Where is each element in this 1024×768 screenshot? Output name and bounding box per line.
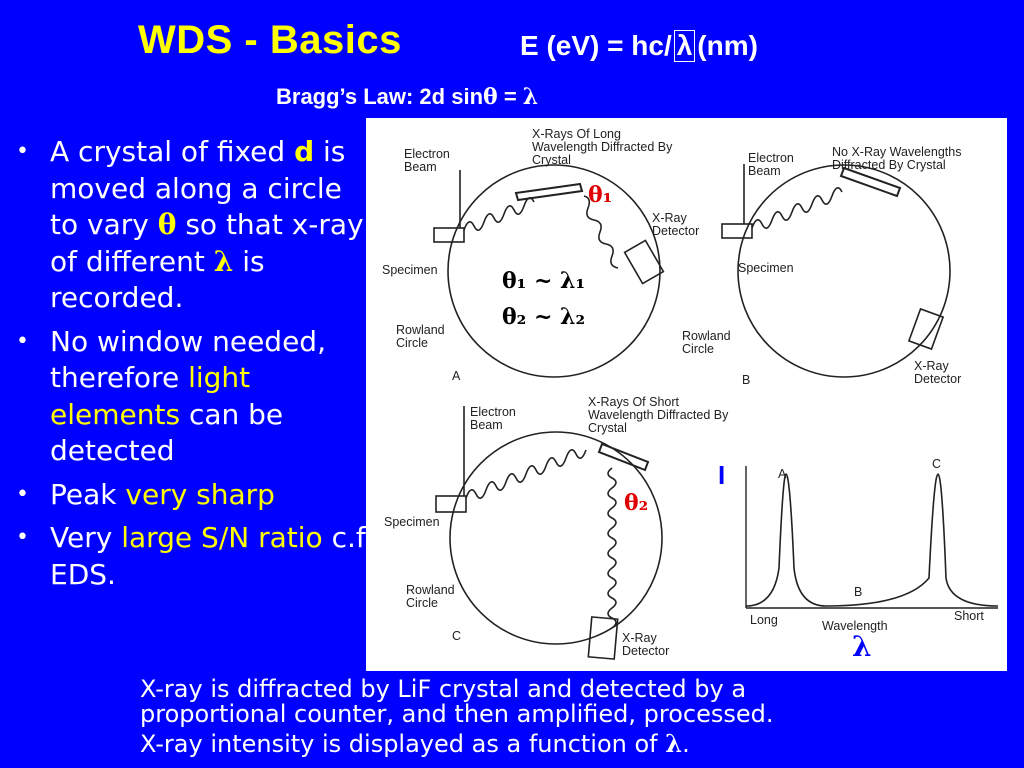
bullet-dot: • [16,525,29,550]
panel-letter-b: B [742,373,751,387]
bragg-lambda: λ [522,84,539,110]
electron-beam-label-c: Electron Beam [470,405,516,432]
bullet-highlight: large S/N ratio [121,521,323,554]
bullet-highlight: light elements [50,361,251,431]
bullet-text: c.f. EDS. [50,521,373,591]
caption-line-3: X-ray intensity is displayed as a functi… [140,729,1010,759]
crystal-c [597,442,650,472]
bragg-theta: θ [483,84,498,110]
detector-label-b: X-Ray Detector [914,359,962,386]
bullet-text: A crystal of fixed [50,135,295,168]
xray-path-a1 [463,197,535,231]
bullet-text: Peak [50,477,126,511]
wds-diagram-svg [433,164,999,660]
bullet-text: is moved along a circle to vary [50,135,346,241]
caption: X-ray is diffracted by LiF crystal and d… [140,675,1010,759]
crystal-b [839,166,902,198]
bragg-equals: = [497,84,523,109]
rowland-circle-a [447,164,661,378]
specimen-b [721,223,753,239]
rowland-circle-b [737,164,951,378]
detector-label-c: X-Ray Detector [622,631,670,658]
lambda-axis-label: λ [852,630,872,663]
detector-c [587,616,619,660]
peak-label-c: C [932,457,942,471]
bullet-theta: θ [157,208,177,241]
axis-label-short: Short [954,609,984,623]
electron-beam-label-a: Electron Beam [404,147,450,174]
bullet-text: can be detected [50,397,284,468]
detector-label-a: X-Ray Detector [652,211,700,238]
spectrum-peak-c [825,473,999,607]
crystal-a [514,182,584,202]
caption-period: . [682,730,690,758]
specimen-label-a: Specimen [382,263,438,277]
xray-path-c1 [465,449,587,499]
panel-letter-c: C [452,629,462,643]
xray-note-label-b: No X-Ray Wavelengths Diffracted By Cryst… [832,145,962,172]
bullet-dot: • [16,139,29,164]
rowland-label-a: Rowland Circle [396,323,445,350]
bullet-item: • Very large S/N ratio c.f. EDS. [14,520,374,593]
slide-title: WDS - Basics [138,18,402,62]
bullet-dot: • [16,328,29,354]
specimen-c [435,495,467,513]
rowland-circle-c [449,431,663,645]
xray-path-b [751,187,843,229]
bullet-item: • A crystal of fixed d is moved along a … [14,134,374,317]
bullet-text: No window needed, therefore [50,324,326,395]
relation-theta2-lambda2: θ₂ ~ λ₂ [502,304,586,330]
specimen-a [433,227,465,243]
bullet-text: so that x-ray of different [50,208,364,278]
braggs-law: Bragg’s Law: 2d sinθ = λ [276,84,538,110]
bullet-list: • A crystal of fixed d is moved along a … [14,134,374,600]
xray-note-label-a: X-Rays Of Long Wavelength Diffracted By … [532,127,673,167]
bullet-dot: • [16,481,29,507]
detector-a [623,239,665,285]
theta1-label: θ₁ [588,182,613,208]
specimen-label-b: Specimen [738,261,794,275]
theta2-label: θ₂ [624,490,649,516]
bullet-highlight-d: d [294,135,315,168]
axis-label-wavelength: Wavelength [822,619,888,633]
caption-lambda: λ [665,729,683,758]
rowland-label-b: Rowland Circle [682,329,731,356]
caption-line-2: proportional counter, and then amplified… [140,700,774,728]
equation-prefix: E (eV) = hc/ [520,30,672,61]
bullet-highlight: very sharp [125,477,275,511]
relation-theta1-lambda1: θ₁ ~ λ₁ [502,268,586,294]
caption-line-3-text: X-ray intensity is displayed as a functi… [140,730,666,758]
energy-equation: E (eV) = hc/λ(nm) [520,30,758,62]
peak-label-b: B [854,585,863,599]
equation-suffix: (nm) [697,30,758,61]
xray-note-label-c: X-Rays Of Short Wavelength Diffracted By… [588,395,729,435]
xray-path-a2 [583,195,619,269]
bullet-lambda: λ [213,244,234,278]
spectrum-peak-a [745,473,827,607]
panel-letter-a: A [452,369,461,383]
axis-label-long: Long [750,613,778,627]
intensity-axis-label: I [718,460,726,490]
lambda-symbol: λ [673,30,696,62]
peak-label-a: A [778,467,787,481]
bullet-item: • No window needed, therefore light elem… [14,324,374,470]
bragg-prefix: Bragg’s Law: 2d sin [276,84,484,109]
electron-beam-label-b: Electron Beam [748,151,794,178]
bullet-text: Very [50,521,122,554]
xray-path-c2 [607,467,617,629]
bullet-text: is recorded. [50,244,265,315]
rowland-label-c: Rowland Circle [406,583,455,610]
wds-diagram-figure: Electron Beam X-Rays Of Long Wavelength … [366,118,1007,671]
bullet-item: • Peak very sharp [14,477,374,514]
specimen-label-c: Specimen [384,515,440,529]
caption-line-1: X-ray is diffracted by LiF crystal and d… [140,675,747,703]
detector-b [907,307,945,351]
